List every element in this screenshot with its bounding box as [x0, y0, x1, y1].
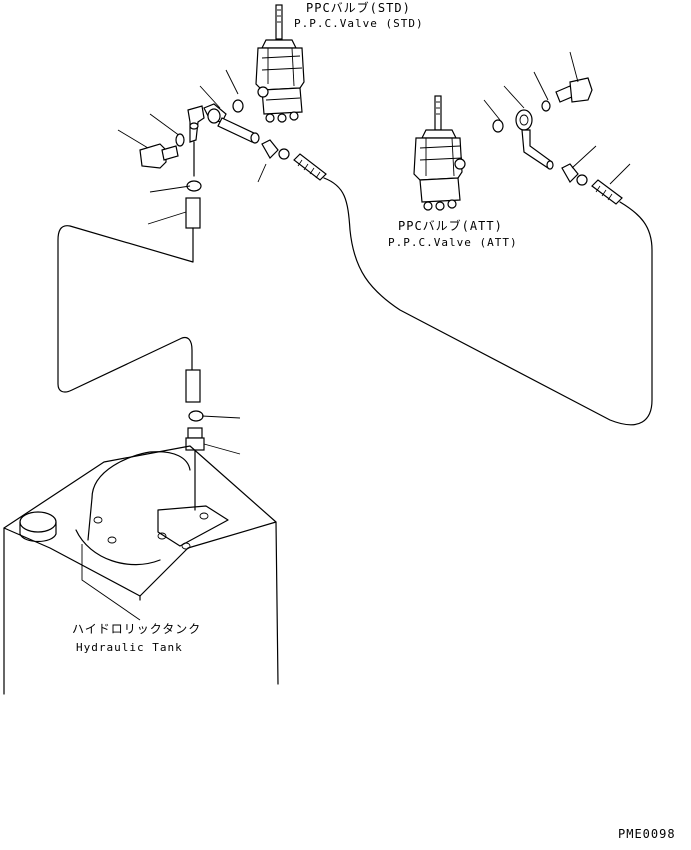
hydraulic-tank: [3, 445, 279, 695]
ppc-valve-std-label-en: P.P.C.Valve (STD): [294, 17, 424, 30]
leader-line: [225, 69, 239, 95]
leader-line: [483, 99, 501, 121]
ppc-valve-std-label-jp: PPCバルブ(STD): [306, 0, 411, 15]
leader-line: [149, 113, 181, 137]
ppc-valve-att-label-en: P.P.C.Valve (ATT): [388, 236, 518, 249]
hose-clamp-upper: [149, 180, 202, 193]
ppc-valve-att: [413, 95, 466, 211]
leader-line: [503, 85, 525, 109]
elbow-fitting-att: [515, 109, 554, 170]
hose-sleeve-upper: [147, 197, 201, 229]
tank-connector: [185, 427, 241, 511]
o-ring: [541, 100, 551, 112]
leader-line: [569, 51, 579, 83]
o-ring: [232, 99, 244, 113]
banjo-bolt-att: [555, 77, 593, 103]
ppc-valve-std: [255, 4, 305, 123]
banjo-bolt-std: [139, 133, 185, 169]
hydraulic-tank-label-en: Hydraulic Tank: [76, 641, 183, 654]
hydraulic-hose: [57, 225, 194, 393]
elbow-fitting-std: [187, 103, 260, 144]
drawing-code: PME0098: [618, 827, 676, 841]
hydraulic-tank-label-jp: ハイドロリックタンク: [72, 622, 201, 636]
o-ring: [492, 119, 504, 133]
ppc-valve-att-label-jp: PPCバルブ(ATT): [398, 218, 503, 233]
hose-sleeve-lower: [185, 369, 201, 403]
leader-line: [117, 129, 149, 149]
hose-end-att: [561, 145, 631, 205]
leader-line: [533, 71, 549, 101]
return-hose: [323, 177, 653, 426]
leader-line: [199, 85, 221, 109]
hose-clamp-lower: [188, 410, 241, 422]
hose-end-std: [257, 139, 327, 183]
